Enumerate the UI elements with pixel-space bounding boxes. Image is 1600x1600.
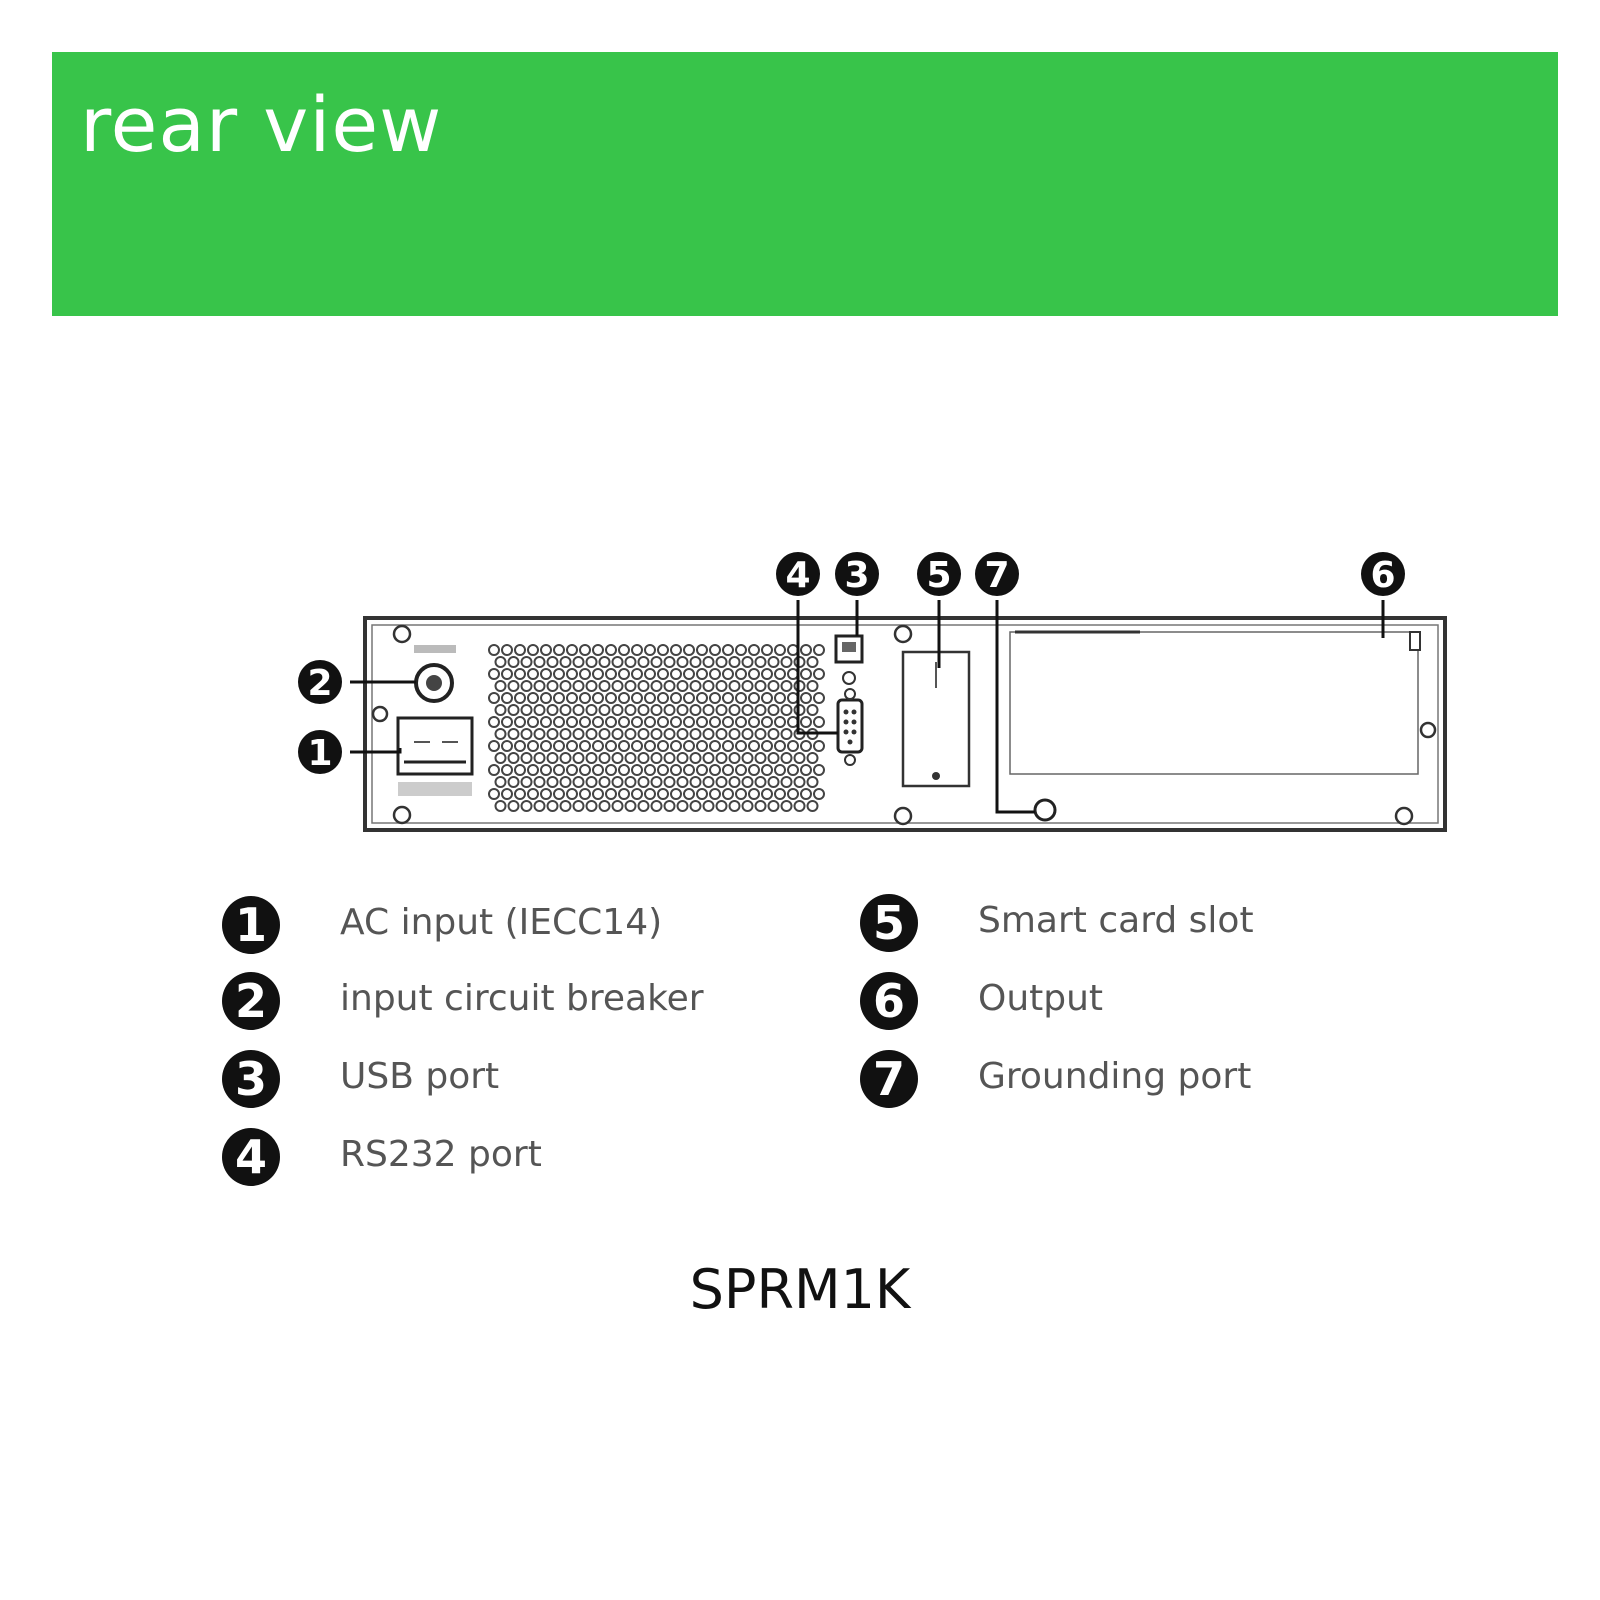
header-banner: rear view xyxy=(52,52,1558,316)
callout-1-badge: 1 xyxy=(298,730,342,774)
legend-label: input circuit breaker xyxy=(340,978,704,1019)
callout-6-number: 6 xyxy=(1370,555,1395,596)
legend-label: RS232 port xyxy=(340,1134,542,1175)
number-7-badge-icon: 7 xyxy=(860,1050,918,1108)
ac-inlet-icon xyxy=(396,716,474,776)
legend-label: Grounding port xyxy=(978,1056,1252,1097)
screw-icon xyxy=(392,624,412,644)
callout-2-number: 2 xyxy=(307,663,332,704)
callout-4-badge: 4 xyxy=(776,552,820,596)
legend-label: AC input (IECC14) xyxy=(340,902,663,943)
screw-icon xyxy=(1419,721,1437,739)
number-2-badge-icon: 2 xyxy=(222,972,280,1030)
number-4-badge-icon: 4 xyxy=(222,1128,280,1186)
callout-leaders xyxy=(350,600,1385,814)
screw-icon xyxy=(893,624,913,644)
grounding-screw-icon xyxy=(1033,798,1057,822)
screw-icon xyxy=(371,705,389,723)
callout-3-badge: 3 xyxy=(835,552,879,596)
callout-1-number: 1 xyxy=(307,733,332,774)
callout-3-number: 3 xyxy=(844,555,869,596)
legend-label: USB port xyxy=(340,1056,500,1097)
callout-7-number: 7 xyxy=(984,555,1009,596)
screw-icon xyxy=(1394,806,1414,826)
screw-icons xyxy=(371,624,1437,826)
screw-icon xyxy=(893,806,913,826)
callout-5-number: 5 xyxy=(926,555,951,596)
callout-5-badge: 5 xyxy=(917,552,961,596)
output-panel xyxy=(1009,631,1419,775)
number-3-badge-icon: 3 xyxy=(222,1050,280,1108)
number-6-badge-icon: 6 xyxy=(860,972,918,1030)
callout-badges: 1 2 34 5 6 7 xyxy=(298,552,1405,774)
legend-label: Output xyxy=(978,978,1104,1019)
callout-7-badge: 7 xyxy=(975,552,1019,596)
callout-4-number: 4 xyxy=(785,555,810,596)
number-5-badge-icon: 5 xyxy=(860,894,918,952)
legend-label: Smart card slot xyxy=(978,900,1254,941)
banner-title: rear view xyxy=(80,80,443,169)
model-name: SPRM1K xyxy=(689,1258,911,1321)
callout-6-badge: 6 xyxy=(1361,552,1405,596)
screw-icon xyxy=(392,805,412,825)
number-1-badge-icon: 1 xyxy=(222,896,280,954)
callout-2-badge: 2 xyxy=(298,660,342,704)
